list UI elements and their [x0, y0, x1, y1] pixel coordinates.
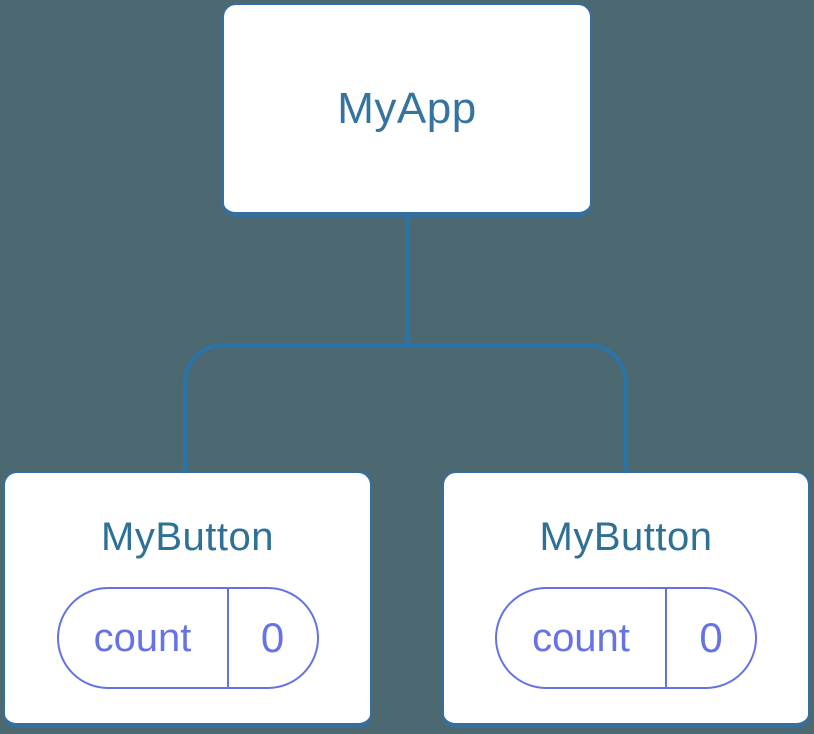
connector-fork	[183, 343, 628, 471]
component-node-mybutton-left: MyButton count 0	[3, 471, 372, 728]
connector-stem	[405, 215, 409, 346]
state-name-left: count	[93, 615, 192, 660]
component-node-myapp: MyApp	[222, 3, 592, 217]
component-label-mybutton-left: MyButton	[101, 515, 274, 559]
state-pill-left: count 0	[56, 587, 319, 689]
state-name-right: count	[532, 615, 630, 660]
component-label-mybutton-right: MyButton	[539, 515, 713, 559]
component-label-myapp: MyApp	[337, 83, 477, 133]
state-value-left: 0	[226, 589, 317, 687]
state-pill-right: count 0	[495, 587, 757, 689]
state-value-right: 0	[665, 589, 755, 687]
component-node-mybutton-right: MyButton count 0	[442, 471, 810, 728]
